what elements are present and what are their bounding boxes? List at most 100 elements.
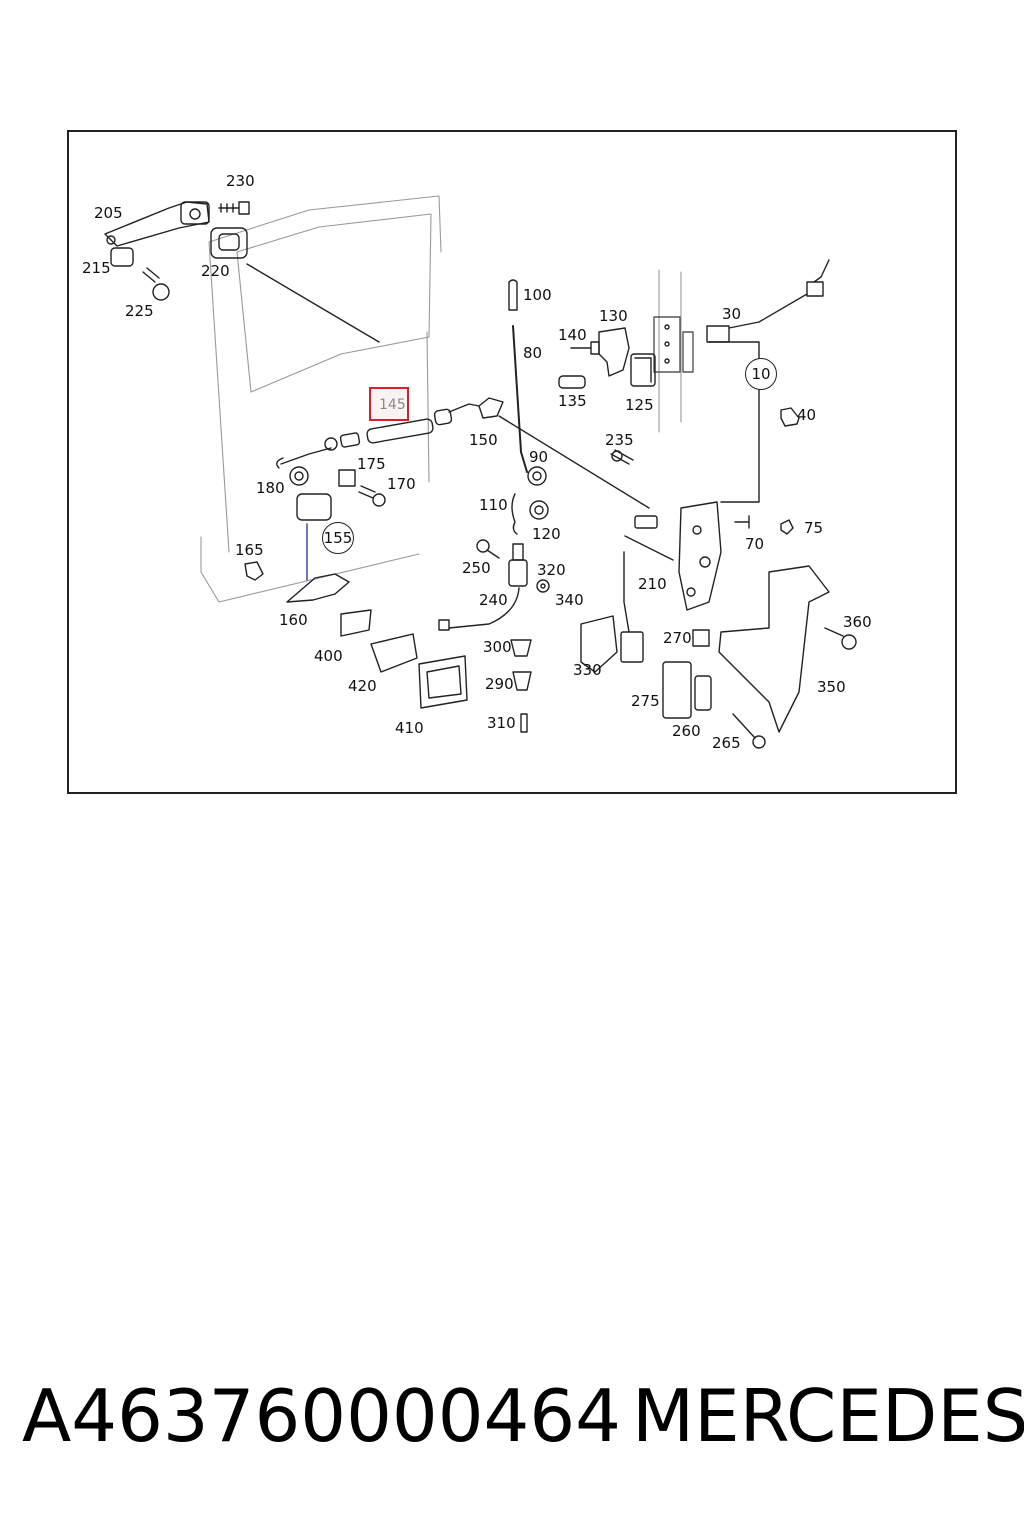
hinge-plate [653,316,694,373]
label-75: 75 [804,519,824,537]
highlight-box-145 [369,387,409,421]
part-70-screw [734,515,750,529]
link-rod [498,415,650,509]
label-340: 340 [555,591,584,609]
part-125-bracket [630,353,656,387]
part-205-handle [104,201,210,247]
label-150: 150 [469,431,498,449]
label-225: 225 [125,302,154,320]
label-90: 90 [529,448,549,466]
caption-brand: MERCEDES [632,1374,1024,1458]
part-300-cap [510,639,532,657]
label-220: 220 [201,262,230,280]
label-135: 135 [558,392,587,410]
label-265: 265 [712,734,741,752]
label-250: 250 [462,559,491,577]
part-260-striker [694,675,712,711]
label-120: 120 [532,525,561,543]
label-235: 235 [605,431,634,449]
label-330: 330 [573,661,602,679]
label-170: 170 [387,475,416,493]
part-110-clip [511,493,518,535]
label-290: 290 [485,675,514,693]
label-10: 10 [745,358,777,390]
part-170-screw [358,485,386,507]
label-160: 160 [279,611,308,629]
label-300: 300 [483,638,512,656]
part-230-screw [218,201,250,215]
label-350: 350 [817,678,846,696]
label-100: 100 [523,286,552,304]
label-205: 205 [94,204,123,222]
part-40-clip [780,407,800,427]
part-150-clip [478,397,504,419]
remote-cable [623,551,630,633]
label-240: 240 [479,591,508,609]
part-75-nut [780,519,794,535]
leader-line [246,263,380,343]
label-30: 30 [722,305,742,323]
part-180-bushing [289,466,309,486]
part-410-gasket [418,655,468,709]
part-165-clip [244,561,264,581]
part-250-screw [476,539,500,559]
caption-part-number: A463760000464 [22,1374,621,1458]
part-360-bolt [824,627,857,650]
part-120-grommet [529,500,549,520]
label-130: 130 [599,307,628,325]
part-265-bolt [732,713,766,749]
part-160-handle [286,573,350,603]
label-175: 175 [357,455,386,473]
label-70: 70 [745,535,765,553]
label-230: 230 [226,172,255,190]
part-135-bolt [558,375,586,389]
label-275: 275 [631,692,660,710]
part-225-bolt [142,267,170,301]
part-270-plate [692,629,710,647]
label-310: 310 [487,714,516,732]
label-145: 145 [379,397,406,413]
part-210-lock [624,501,722,611]
label-270: 270 [663,629,692,647]
label-215: 215 [82,259,111,277]
label-410: 410 [395,719,424,737]
part-155-bezel [296,493,332,521]
part-80-rod [512,325,528,473]
part-175-retainer [338,469,356,487]
part-290-grommet [512,671,532,691]
cable-block [620,631,644,663]
label-400: 400 [314,647,343,665]
label-320: 320 [537,561,566,579]
part-320-motor [508,543,528,587]
diagram-frame: 205 230 215 220 225 100 80 140 130 135 1… [67,130,957,794]
part-240-cable [448,587,520,629]
label-420: 420 [348,677,377,695]
label-125: 125 [625,396,654,414]
part-30-wire [706,259,830,503]
part-330-bracket [580,615,618,673]
part-90-grommet [527,466,547,486]
part-340-washer [536,579,550,593]
part-275-pad [662,661,692,719]
part-310-pin [520,713,528,733]
part-145-rod [276,403,480,469]
label-40: 40 [797,406,817,424]
door-outline [200,195,682,603]
part-100-cap [508,279,518,311]
part-400-cup [340,609,372,637]
part-235-screw [610,449,634,465]
part-215-gasket [110,247,134,267]
label-360: 360 [843,613,872,631]
label-260: 260 [672,722,701,740]
part-220-seal [210,227,248,259]
part-420-bezel [370,633,418,673]
label-110: 110 [479,496,508,514]
part-130-clip [598,327,630,377]
part-350-bracket [718,565,830,733]
label-210: 210 [638,575,667,593]
label-180: 180 [256,479,285,497]
cable-connector [438,619,450,631]
label-155: 155 [322,522,354,554]
door-lock-exploded-diagram [104,195,857,749]
label-165: 165 [235,541,264,559]
